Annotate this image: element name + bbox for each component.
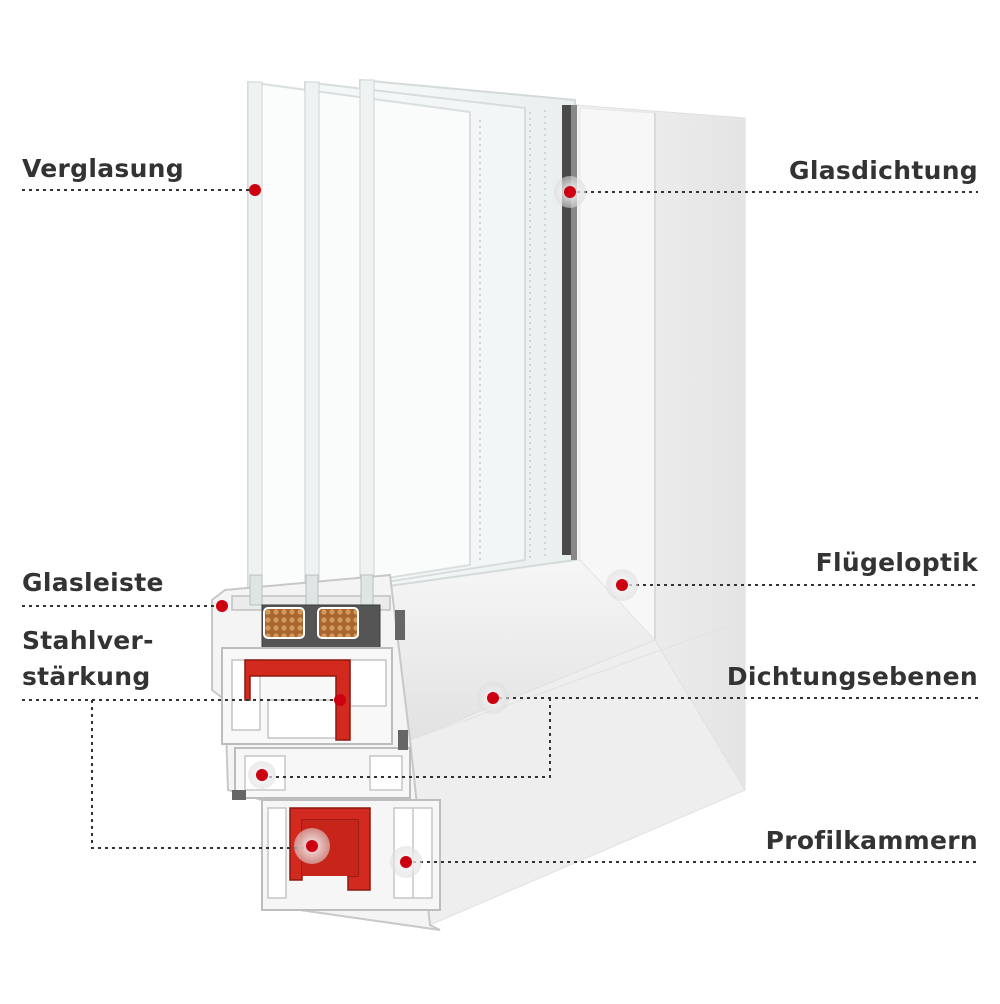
- marker-stahlverstaerkung-frame: [294, 828, 330, 864]
- leader-lines: [22, 189, 978, 863]
- label-stahlverstaerkung-line2: stärkung: [22, 662, 151, 691]
- marker-dichtungsebenen-2: [248, 761, 276, 789]
- leader-stahlverstaerkung-2: [91, 700, 310, 849]
- leader-dichtungsebenen-2: [262, 698, 551, 778]
- glass-panes: [247, 78, 577, 602]
- label-stahlverstaerkung-line1: Stahlver-: [22, 626, 154, 655]
- markers: [216, 176, 638, 878]
- marker-glasdichtung: [554, 176, 586, 208]
- label-dichtungsebenen: Dichtungsebenen: [726, 662, 978, 691]
- marker-dichtungsebenen: [477, 682, 509, 714]
- marker-fluegeloptik: [606, 569, 638, 601]
- marker-stahlverstaerkung-sash: [334, 694, 346, 706]
- label-glasleiste: Glasleiste: [22, 568, 164, 597]
- label-glasdichtung: Glasdichtung: [789, 156, 978, 185]
- label-fluegeloptik: Flügeloptik: [815, 548, 978, 577]
- marker-glasleiste: [216, 600, 228, 612]
- label-profilkammern: Profilkammern: [765, 826, 978, 855]
- marker-profilkammern: [390, 846, 422, 878]
- marker-verglasung: [249, 184, 261, 196]
- label-verglasung: Verglasung: [22, 154, 184, 183]
